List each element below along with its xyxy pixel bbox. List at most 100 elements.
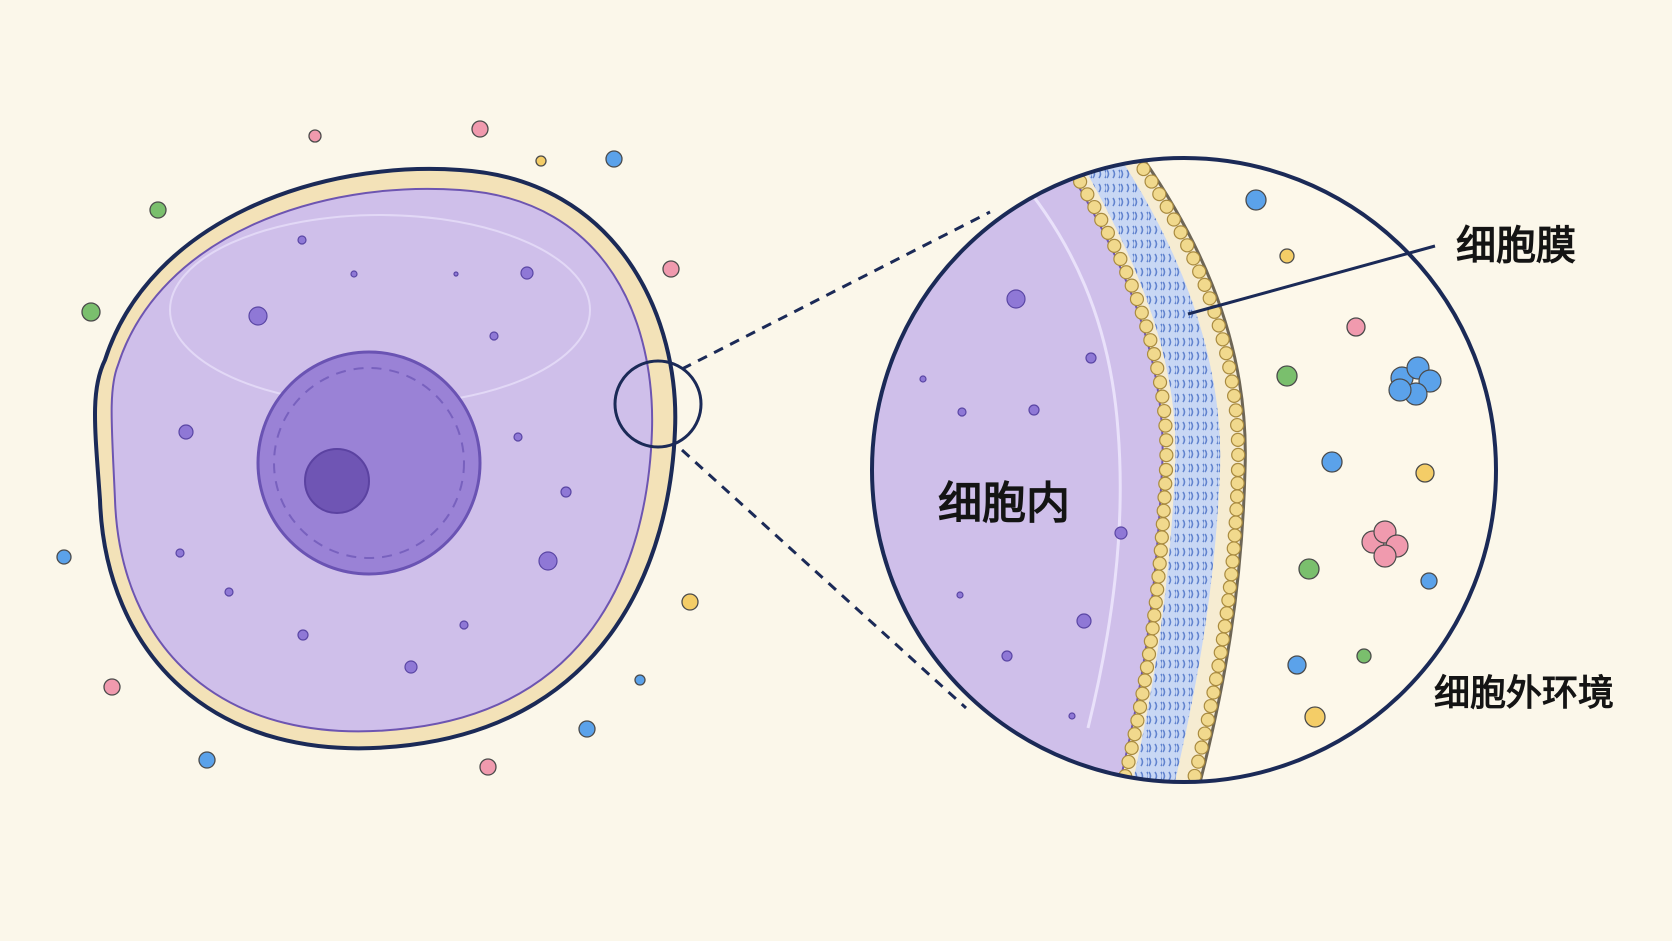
inner-phospholipid-head	[1154, 530, 1169, 545]
nucleolus	[304, 448, 370, 514]
outer-phospholipid-head	[1192, 264, 1207, 279]
molecule-blob-lobe	[1388, 378, 1412, 402]
cytoplasm-particle	[224, 587, 234, 597]
inner-phospholipid-head	[1159, 447, 1174, 463]
inner-phospholipid-head	[1087, 199, 1102, 215]
outer-phospholipid-head	[1203, 698, 1218, 714]
outer-phospholipid-head	[1230, 462, 1246, 478]
outer-phospholipid-head	[1181, 799, 1194, 812]
inner-phospholipid-head	[1094, 212, 1109, 228]
lens-cytoplasm-particle	[1085, 352, 1097, 364]
lens-cytoplasm-particle	[1028, 404, 1040, 416]
zoom-line-bottom	[680, 448, 968, 710]
outer-phospholipid-head	[1187, 768, 1202, 782]
extracellular-particle	[578, 720, 596, 738]
inner-phospholipid-head	[1111, 799, 1124, 812]
lens-extracellular-particle	[1245, 189, 1267, 211]
outer-phospholipid-head	[1222, 360, 1237, 375]
extracellular-particle	[535, 155, 547, 167]
outer-phospholipid-head	[1159, 199, 1174, 214]
inner-phospholipid-head	[1151, 569, 1166, 584]
lens-cytoplasm-highlight	[1012, 171, 1122, 729]
cytoplasm-particle	[453, 271, 459, 277]
extracellular-particle	[149, 201, 167, 219]
extracellular-particle	[308, 129, 322, 143]
inner-phospholipid-head	[1143, 634, 1158, 649]
lens-cytoplasm-particle	[1076, 613, 1092, 629]
cytoplasm-particle	[513, 432, 523, 442]
cytoplasm-particle	[404, 660, 418, 674]
lens-cytoplasm-particle	[1001, 650, 1013, 662]
outer-phospholipid-head	[1231, 447, 1246, 462]
lens-extracellular-particle	[1298, 558, 1320, 580]
inner-phospholipid-head	[1155, 389, 1170, 404]
cytoplasm-particle	[489, 331, 499, 341]
lens-extracellular-particle	[1287, 655, 1307, 675]
outer-phospholipid-head	[1194, 740, 1209, 755]
inner-phospholipid-head	[1107, 238, 1122, 253]
inner-phospholipid-head	[1159, 433, 1174, 448]
outer-phospholipid-head	[1136, 161, 1151, 177]
inner-phospholipid-head	[1065, 162, 1080, 177]
inner-phospholipid-head	[1051, 138, 1064, 151]
lens-cytoplasm-particle	[919, 375, 927, 383]
outer-phospholipid-head	[1215, 332, 1230, 347]
left-extracellular-particles	[56, 120, 699, 776]
outer-phospholipid-head	[1202, 291, 1217, 306]
extracellular-particle	[198, 751, 216, 769]
extracellular-particle	[634, 674, 646, 686]
focus-circle	[613, 359, 703, 449]
outer-phospholipid-head	[1197, 726, 1212, 741]
lens-cytoplasm-particle	[956, 591, 964, 599]
cytoplasm-particle	[459, 620, 469, 630]
inner-phospholipid-head	[1137, 673, 1152, 688]
molecule-blob-lobe	[1373, 544, 1397, 568]
magnified-lens	[870, 114, 1498, 812]
inner-phospholipid-head	[1139, 660, 1155, 675]
inner-phospholipid-head	[1124, 740, 1139, 756]
outer-phospholipid-head	[1120, 138, 1133, 151]
lens-extracellular-particle	[1276, 365, 1298, 387]
cytoplasm-particle	[248, 306, 268, 326]
cytoplasm-particle	[350, 270, 358, 278]
outer-phospholipid-head	[1229, 489, 1245, 504]
outer-phospholipid-head	[1225, 554, 1240, 569]
outer-phospholipid-head	[1230, 432, 1246, 447]
outer-phospholipid-head	[1206, 685, 1221, 700]
inner-phospholipid-head	[1121, 754, 1136, 770]
extracellular-particle	[56, 549, 72, 565]
lens-cytoplasm-particle	[1068, 712, 1076, 720]
outer-phospholipid-head	[1230, 417, 1245, 433]
outer-phospholipid-head	[1173, 225, 1188, 240]
inner-phospholipid-head	[1124, 278, 1139, 293]
lens-extracellular-particle	[1321, 451, 1343, 473]
lens-cytoplasm-particle	[957, 407, 967, 417]
inner-phospholipid-head	[1036, 114, 1049, 127]
outer-phospholipid-head	[1219, 346, 1234, 361]
outer-phospholipid-head	[1224, 374, 1240, 389]
outer-phospholipid-head	[1227, 388, 1242, 403]
outer-phospholipid-head	[1213, 645, 1228, 660]
inner-phospholipid-head	[1115, 784, 1128, 797]
inner-phospholipid-head	[1146, 347, 1162, 362]
outer-phospholipid-head	[1166, 212, 1181, 227]
inner-phospholipid-head	[1147, 608, 1162, 623]
extracellular-particle	[605, 150, 623, 168]
lens-cytoplasm-particle	[1114, 526, 1128, 540]
lens-inside-particles	[919, 289, 1128, 720]
cytoplasm-particles	[175, 235, 572, 674]
extracellular-particle	[471, 120, 489, 138]
outer-phospholipid-head	[1103, 114, 1116, 127]
extracellular-particle	[479, 758, 497, 776]
inner-phospholipid-head	[1080, 187, 1095, 202]
outer-phospholipid-head	[1211, 658, 1226, 673]
inner-phospholipid-head	[1155, 517, 1170, 532]
cytoplasm-particle	[520, 266, 534, 280]
cytoplasm-particle	[297, 629, 309, 641]
lens-extracellular-particle	[1304, 706, 1326, 728]
inner-phospholipid-head	[1132, 699, 1148, 715]
membrane-leader-line	[1187, 244, 1436, 316]
extracellular-particle	[81, 302, 101, 322]
outer-phospholipid-head	[1191, 754, 1206, 769]
nucleus-ring	[273, 367, 465, 559]
